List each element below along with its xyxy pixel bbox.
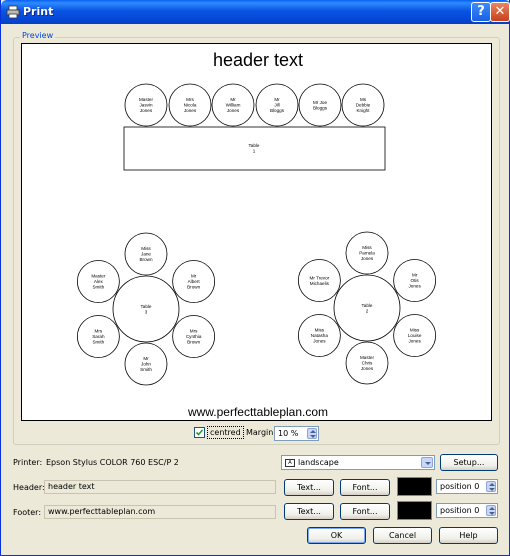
ok-button[interactable]: OK [307, 527, 366, 544]
seat-circle-t1-0 [124, 83, 168, 127]
orientation-value: landscape [298, 458, 339, 467]
printer-label: Printer: [13, 458, 43, 467]
title-help-button[interactable]: ? [471, 2, 491, 22]
help-button[interactable]: Help [439, 527, 498, 544]
footer-field[interactable]: www.perfecttableplan.com [44, 505, 276, 519]
dropdown-arrow-icon[interactable] [421, 457, 433, 468]
seat-circle-t3-0 [124, 232, 168, 276]
margin-spinner[interactable]: 10 % [274, 426, 319, 441]
preview-group [13, 37, 500, 445]
cancel-button[interactable]: Cancel [373, 527, 432, 544]
seat-circle-t1-2 [211, 83, 255, 127]
table-1-rect [123, 126, 386, 171]
seat-circle-t1-3 [255, 83, 299, 127]
table-3-circle [112, 275, 180, 343]
seat-circle-t2-0 [345, 231, 389, 275]
centred-label[interactable]: centred [207, 426, 244, 439]
preview-footer-text: www.perfecttableplan.com [187, 405, 328, 419]
title-bar[interactable]: Print ? ✕ [1, 0, 510, 24]
header-field[interactable]: header text [44, 480, 276, 494]
print-preview: header text www.perfecttableplan.com Mas… [21, 43, 492, 421]
preview-group-label: Preview [20, 31, 56, 40]
table-2-circle [333, 274, 401, 342]
header-label: Header: [13, 483, 45, 492]
setup-button[interactable]: Setup... [440, 454, 498, 471]
footer-label: Footer: [13, 508, 42, 517]
seat-circle-t3-3 [124, 342, 168, 386]
seat-circle-t1-1 [168, 83, 212, 127]
seat-circle-t2-3 [345, 341, 389, 385]
landscape-icon: A [285, 459, 295, 467]
seat-circle-t3-2 [172, 315, 216, 358]
header-position-spin-buttons[interactable] [486, 481, 496, 492]
margin-value: 10 % [278, 429, 299, 438]
footer-font-button[interactable]: Font... [340, 503, 390, 520]
footer-color-swatch[interactable] [397, 501, 432, 520]
preview-canvas: header text www.perfecttableplan.com Mas… [76, 50, 437, 419]
seat-circle-t2-2 [393, 314, 437, 357]
seat-circle-t3-5 [76, 260, 120, 303]
header-font-button[interactable]: Font... [340, 479, 390, 496]
seat-circle-t3-1 [172, 260, 216, 303]
checkmark-icon [195, 429, 204, 436]
margin-label: Margin: [246, 428, 277, 437]
printer-icon [6, 5, 20, 19]
centred-checkbox[interactable] [194, 427, 205, 438]
header-position-spinner[interactable]: position 0 [436, 479, 498, 494]
printer-name: Epson Stylus COLOR 760 ESC/P 2 [46, 458, 179, 467]
seat-circle-t2-5 [297, 259, 341, 302]
title-close-button[interactable]: ✕ [490, 2, 510, 22]
footer-position-value: position 0 [440, 506, 480, 515]
seat-circle-t3-4 [76, 315, 120, 358]
seat-circle-t2-1 [393, 259, 437, 302]
header-color-swatch[interactable] [397, 477, 432, 496]
orientation-select[interactable]: A landscape [281, 455, 435, 470]
footer-text-button[interactable]: Text... [284, 503, 334, 520]
seat-circle-t2-4 [297, 314, 341, 357]
header-position-value: position 0 [440, 482, 480, 491]
preview-header-text: header text [213, 50, 303, 70]
seat-circle-t1-4 [298, 83, 342, 127]
window-title: Print [23, 5, 54, 18]
seat-circle-t1-5 [341, 83, 385, 127]
footer-position-spinner[interactable]: position 0 [436, 503, 498, 518]
margin-spin-buttons[interactable] [307, 428, 317, 439]
header-text-button[interactable]: Text... [284, 479, 334, 496]
footer-position-spin-buttons[interactable] [486, 505, 496, 516]
